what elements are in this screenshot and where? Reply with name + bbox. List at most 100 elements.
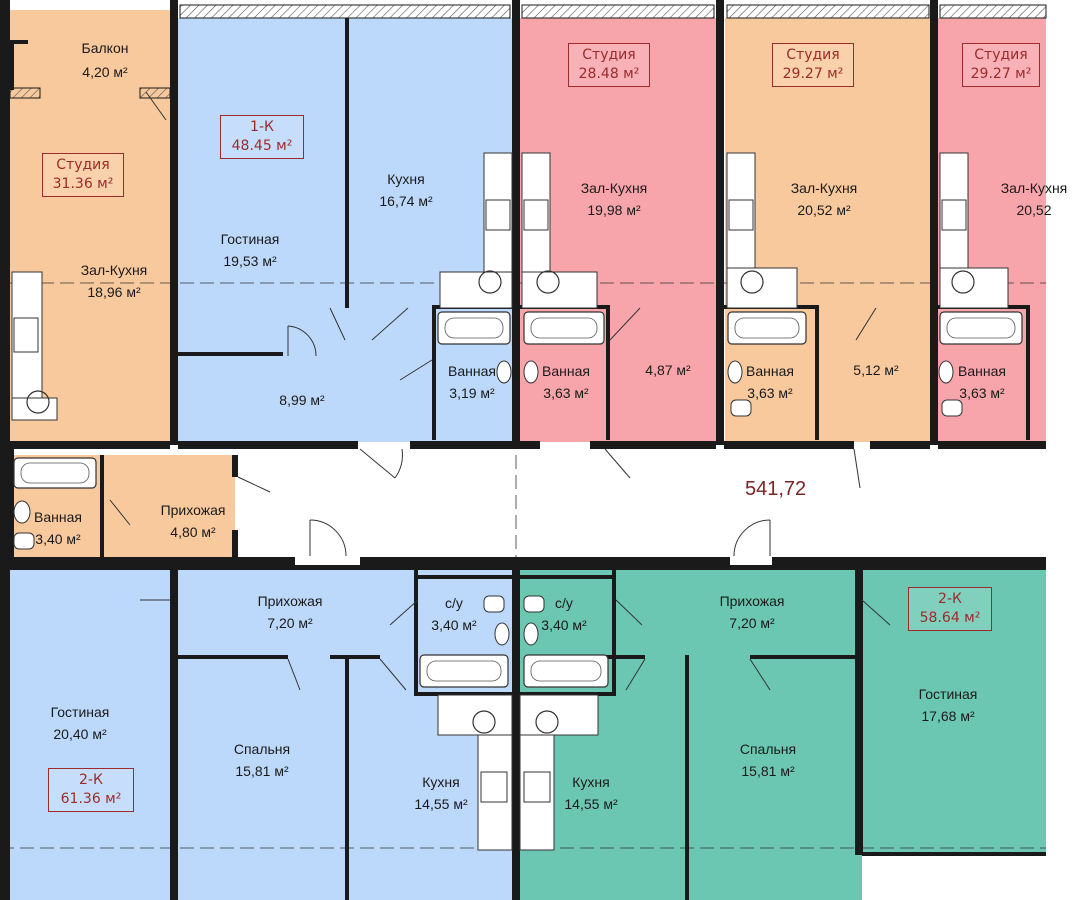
room-name: Зал-Кухня — [790, 180, 858, 196]
room-s1-entry: Прихожая 4,80 м² — [148, 502, 238, 540]
room-area: 19,98 м² — [587, 202, 641, 218]
corridor-area: 541,72 — [745, 478, 807, 500]
room-k1-bath: Ванная 3,19 м² — [432, 363, 512, 401]
room-area: 4,80 м² — [170, 524, 216, 540]
room-s4-hall-kitchen: Зал-Кухня 20,52 — [984, 180, 1084, 218]
room-area: 17,68 м² — [921, 708, 975, 724]
room-k1-kitchen: Кухня 16,74 м² — [356, 171, 456, 209]
unit-type: 2-К — [938, 591, 962, 607]
room-area: 20,40 м² — [53, 726, 107, 742]
room-area: 3,19 м² — [449, 385, 495, 401]
room-k2b-bedroom: Спальня 15,81 м² — [718, 741, 818, 779]
unit-area: 28.48 м² — [578, 66, 640, 82]
room-name: Спальня — [233, 741, 291, 757]
unit-badge-2k-58: 2-К 58.64 м² — [908, 587, 992, 631]
room-s3-hall-kitchen: Зал-Кухня 20,52 м² — [774, 180, 874, 218]
room-area: 3,63 м² — [959, 385, 1005, 401]
room-k1-hall: 8,99 м² — [262, 392, 342, 408]
room-name: Ванная — [34, 509, 82, 525]
room-s4-bath: Ванная 3,63 м² — [942, 363, 1022, 401]
unit-badge-studio-31: Студия 31.36 м² — [42, 153, 124, 197]
room-k2a-entry: Прихожая 7,20 м² — [240, 593, 340, 631]
unit-2k-58-fill — [520, 570, 1046, 900]
room-name: Гостиная — [50, 704, 110, 720]
unit-badge-studio-29a: Студия 29.27 м² — [772, 43, 854, 87]
room-area: 3,63 м² — [543, 385, 589, 401]
room-name: Ванная — [958, 363, 1006, 379]
unit-studio-29a-fill — [725, 18, 931, 442]
room-name: Ванная — [448, 363, 496, 379]
room-area: 3,63 м² — [747, 385, 793, 401]
room-s1-bath: Ванная 3,40 м² — [22, 509, 94, 547]
room-area: 7,20 м² — [267, 615, 313, 631]
unit-area: 29.27 м² — [782, 66, 844, 82]
room-name: с/у — [445, 595, 463, 611]
floor-plan — [0, 0, 1047, 900]
room-area: 14,55 м² — [564, 796, 618, 812]
room-k2b-kitchen: Кухня 14,55 м² — [546, 774, 636, 812]
room-name: Зал-Кухня — [80, 262, 148, 278]
unit-type: Студия — [974, 47, 1028, 63]
unit-area: 61.36 м² — [60, 791, 122, 807]
room-s2-hall-kitchen: Зал-Кухня 19,98 м² — [564, 180, 664, 218]
room-s2-hall: 4,87 м² — [628, 362, 708, 378]
unit-area: 48.45 м² — [231, 138, 293, 154]
room-area: 15,81 м² — [741, 763, 795, 779]
room-k1-living: Гостиная 19,53 м² — [200, 231, 300, 269]
unit-type: Студия — [582, 47, 636, 63]
room-s1-hall-kitchen: Зал-Кухня 18,96 м² — [64, 262, 164, 300]
unit-type: 2-К — [79, 772, 103, 788]
room-k2a-wc: с/у 3,40 м² — [428, 595, 480, 633]
unit-badge-studio-29b: Студия 29.27 м² — [962, 43, 1040, 87]
room-k2a-living: Гостиная 20,40 м² — [30, 704, 130, 742]
room-name: Кухня — [422, 774, 460, 790]
room-s3-hall: 5,12 м² — [836, 362, 916, 378]
room-s3-bath: Ванная 3,63 м² — [730, 363, 810, 401]
room-area: 16,74 м² — [379, 193, 433, 209]
room-area: 18,96 м² — [87, 284, 141, 300]
unit-type: Студия — [786, 47, 840, 63]
room-area: 3,40 м² — [35, 531, 81, 547]
room-name: Гостиная — [220, 231, 280, 247]
unit-type: Студия — [56, 157, 110, 173]
room-area: 7,20 м² — [729, 615, 775, 631]
room-area: 15,81 м² — [235, 763, 289, 779]
room-area: 3,40 м² — [431, 617, 477, 633]
room-name: Ванная — [746, 363, 794, 379]
room-area: 4,20 м² — [82, 64, 128, 80]
room-name: с/у — [555, 595, 573, 611]
unit-badge-studio-28: Студия 28.48 м² — [568, 43, 650, 87]
room-name: Балкон — [81, 40, 129, 56]
unit-studio-28-fill — [520, 18, 716, 442]
room-name: Кухня — [387, 171, 425, 187]
unit-badge-1k: 1-К 48.45 м² — [220, 115, 304, 159]
room-k2b-wc: с/у 3,40 м² — [536, 595, 592, 633]
room-name: Зал-Кухня — [580, 180, 648, 196]
room-name: Кухня — [572, 774, 610, 790]
room-s2-bath: Ванная 3,63 м² — [526, 363, 606, 401]
room-k2b-entry: Прихожая 7,20 м² — [702, 593, 802, 631]
unit-2k-61-fill — [10, 570, 512, 900]
room-name: Гостиная — [918, 686, 978, 702]
room-k2a-bedroom: Спальня 15,81 м² — [212, 741, 312, 779]
unit-area: 58.64 м² — [919, 610, 981, 626]
room-name: Зал-Кухня — [1000, 180, 1068, 196]
room-area: 14,55 м² — [414, 796, 468, 812]
room-area: 8,99 м² — [279, 392, 325, 408]
room-area: 19,53 м² — [223, 253, 277, 269]
unit-area: 29.27 м² — [970, 66, 1032, 82]
room-area: 4,87 м² — [645, 362, 691, 378]
room-name: Прихожая — [719, 593, 785, 609]
unit-badge-2k-61: 2-К 61.36 м² — [48, 768, 134, 812]
room-area: 20,52 — [1016, 202, 1052, 218]
room-k2a-kitchen: Кухня 14,55 м² — [396, 774, 486, 812]
room-area: 20,52 м² — [797, 202, 851, 218]
unit-area: 31.36 м² — [52, 176, 114, 192]
unit-type: 1-К — [250, 119, 274, 135]
room-name: Ванная — [542, 363, 590, 379]
room-name: Прихожая — [257, 593, 323, 609]
room-name: Прихожая — [160, 502, 226, 518]
room-name: Спальня — [739, 741, 797, 757]
room-area: 3,40 м² — [541, 617, 587, 633]
room-k2b-living: Гостиная 17,68 м² — [898, 686, 998, 724]
